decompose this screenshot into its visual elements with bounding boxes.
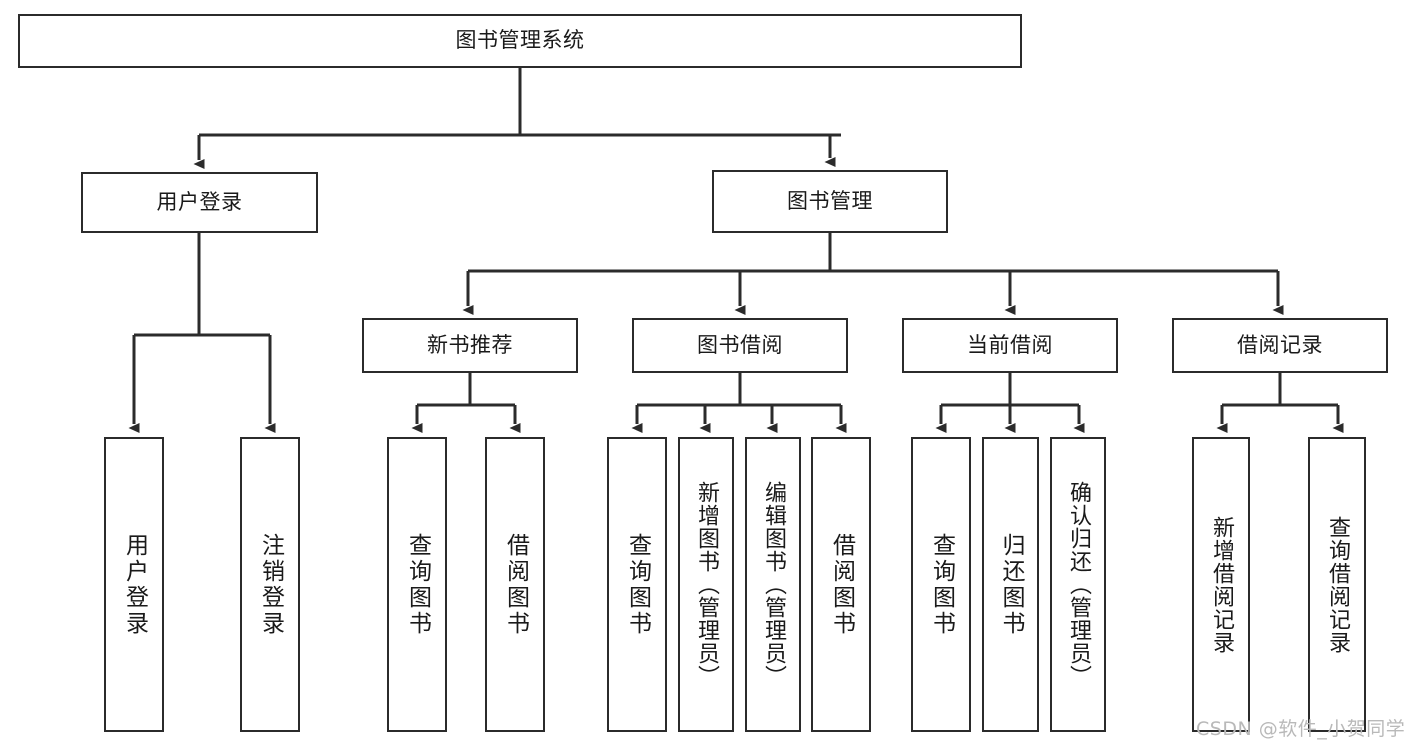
node-label: 新书推荐 [427,332,513,357]
node-label: 查询图书 [404,532,431,637]
node-label: 借阅图书 [502,532,529,637]
leaf-logout[interactable]: 注销登录 [240,437,300,732]
leaf-add-book-admin[interactable]: 新增图书（管理员） [678,437,734,732]
watermark-label: CSDN @软件_小贺同学 [1196,718,1405,740]
node-user-login[interactable]: 用户登录 [81,172,318,233]
node-label: 当前借阅 [967,332,1053,357]
node-label: 图书借阅 [697,332,783,357]
node-label: 注销登录 [257,532,284,637]
leaf-user-login[interactable]: 用户登录 [104,437,164,732]
node-label: 用户登录 [156,189,243,214]
csdn-watermark: CSDN @软件_小贺同学 [1196,714,1405,741]
node-label: 用户登录 [121,532,148,637]
node-borrow-record[interactable]: 借阅记录 [1172,318,1388,373]
node-label: 查询图书 [928,532,955,637]
node-label: 借阅图书 [828,532,855,637]
node-label: 查询借阅记录 [1325,515,1350,654]
leaf-return-book[interactable]: 归还图书 [982,437,1039,732]
node-book-management[interactable]: 图书管理 [712,170,948,233]
node-label: 编辑图书（管理员） [761,481,786,688]
leaf-query-borrow-record[interactable]: 查询借阅记录 [1308,437,1366,732]
node-label: 归还图书 [998,532,1024,637]
leaf-query-book-borrow[interactable]: 查询图书 [607,437,667,732]
node-label: 新增借阅记录 [1209,515,1234,654]
node-label: 图书管理系统 [455,28,585,53]
node-label: 新增图书（管理员） [694,481,719,688]
leaf-borrow-book-recommend[interactable]: 借阅图书 [485,437,545,732]
node-label: 图书管理 [787,188,873,213]
node-label: 查询图书 [624,532,651,637]
node-label: 确认归还（管理员） [1066,481,1091,688]
leaf-query-book-recommend[interactable]: 查询图书 [387,437,447,732]
leaf-query-book-current[interactable]: 查询图书 [911,437,971,732]
node-current-borrow[interactable]: 当前借阅 [902,318,1118,373]
node-book-management-system[interactable]: 图书管理系统 [18,14,1022,68]
node-new-book-recommend[interactable]: 新书推荐 [362,318,578,373]
leaf-edit-book-admin[interactable]: 编辑图书（管理员） [745,437,801,732]
leaf-borrow-book[interactable]: 借阅图书 [811,437,871,732]
leaf-confirm-return-admin[interactable]: 确认归还（管理员） [1050,437,1106,732]
leaf-add-borrow-record[interactable]: 新增借阅记录 [1192,437,1250,732]
node-book-borrow[interactable]: 图书借阅 [632,318,848,373]
node-label: 借阅记录 [1237,332,1323,357]
